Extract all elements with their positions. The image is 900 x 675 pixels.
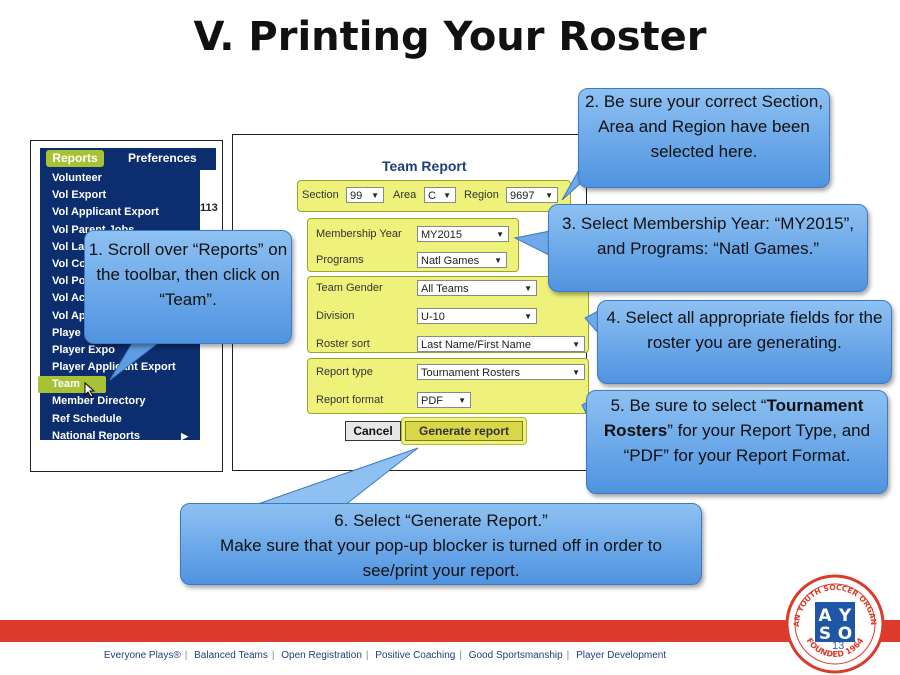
callout-6-line2: Make sure that your pop-up blocker is tu… — [220, 536, 662, 580]
report-type-value: Tournament Rosters — [421, 367, 521, 379]
programs-label: Programs — [316, 254, 364, 266]
division-select[interactable]: U-10 ▼ — [417, 308, 537, 324]
area-select[interactable]: C▼ — [424, 187, 456, 203]
menu-item-label: National Reports — [52, 429, 141, 442]
region-label: Region — [464, 189, 499, 201]
callout-6-instruction: 6. Select “Generate Report.” Make sure t… — [180, 503, 702, 585]
form-title: Team Report — [382, 158, 467, 174]
menu-item[interactable]: Player Applicant Export — [52, 361, 176, 374]
reports-menu-list: Volunteer Vol Export Vol Applicant Expor… — [38, 170, 200, 445]
division-label: Division — [316, 310, 355, 322]
footer-item: Good Sportsmanship — [468, 650, 563, 661]
section-select[interactable]: 99 ▼ — [346, 187, 384, 203]
report-type-label: Report type — [316, 366, 373, 378]
slide-title: V. Printing Your Roster — [193, 14, 707, 60]
footer-red-bar — [0, 620, 900, 642]
generate-report-button[interactable]: Generate report — [405, 421, 523, 441]
report-format-select[interactable]: PDF ▼ — [417, 392, 471, 408]
svg-text:A: A — [818, 606, 832, 626]
area-value: C — [428, 190, 436, 202]
report-type-select[interactable]: Tournament Rosters ▼ — [417, 364, 585, 380]
menu-item[interactable]: Player Expo — [52, 343, 115, 356]
roster-sort-value: Last Name/First Name — [421, 339, 532, 351]
callout-1-instruction: 1. Scroll over “Reports” on the toolbar,… — [84, 230, 292, 344]
report-format-value: PDF — [421, 395, 443, 407]
callout-4-instruction: 4. Select all appropriate fields for the… — [597, 300, 892, 384]
programs-value: Natl Games — [421, 255, 480, 267]
callout-6-tail — [254, 447, 419, 506]
menu-item[interactable]: Vol Ap — [52, 309, 86, 322]
section-value: 99 — [350, 190, 363, 202]
footer-values: Everyone Plays®| Balanced Teams| Open Re… — [103, 650, 667, 661]
menu-item-national-reports[interactable]: National Reports ▶ — [40, 428, 200, 445]
tab-reports[interactable]: Reports — [46, 150, 104, 167]
division-value: U-10 — [421, 311, 445, 323]
menu-item[interactable]: Volunteer — [52, 172, 102, 184]
footer-item: Balanced Teams — [194, 650, 268, 661]
footer-item: Open Registration — [281, 650, 362, 661]
footer-item: Everyone Plays® — [103, 650, 181, 661]
callout-6-line1: 6. Select “Generate Report.” — [334, 511, 548, 530]
menu-item[interactable]: Playe — [52, 326, 81, 339]
section-label: Section — [302, 189, 339, 201]
dropdown-arrow-icon: ▼ — [572, 340, 580, 349]
membership-year-label: Membership Year — [316, 228, 402, 240]
menu-item[interactable]: Vol La — [52, 240, 85, 253]
dropdown-arrow-icon: ▼ — [572, 368, 580, 377]
ayso-logo: AMERICAN YOUTH SOCCER ORGANIZATION FOUND… — [785, 574, 885, 674]
region-value: 9697 — [510, 190, 535, 202]
team-gender-label: Team Gender — [316, 282, 383, 294]
svg-text:Y: Y — [838, 606, 852, 626]
roster-sort-label: Roster sort — [316, 338, 370, 350]
dropdown-arrow-icon: ▼ — [524, 284, 532, 293]
programs-select[interactable]: Natl Games ▼ — [417, 252, 507, 268]
report-format-label: Report format — [316, 394, 384, 406]
callout-5-text-end: ” for your Report Type, and “PDF” for yo… — [623, 421, 871, 465]
callout-5-text: 5. Be sure to select “ — [610, 396, 767, 415]
callout-2-instruction: 2. Be sure your correct Section, Area an… — [578, 88, 830, 188]
cancel-button[interactable]: Cancel — [345, 421, 401, 441]
dropdown-arrow-icon: ▼ — [458, 396, 466, 405]
callout-3-instruction: 3. Select Membership Year: “MY2015”, and… — [548, 204, 868, 292]
footer-item: Positive Coaching — [375, 650, 456, 661]
menu-item[interactable]: Vol Ac — [52, 292, 86, 305]
svg-text:S: S — [819, 624, 831, 644]
callout-5-emphasis: Tournament Rosters — [603, 396, 864, 440]
callout-5-instruction: 5. Be sure to select “Tournament Rosters… — [586, 390, 888, 494]
page-number: 13 — [832, 640, 845, 652]
svg-text:O: O — [838, 624, 852, 644]
dropdown-arrow-icon: ▼ — [494, 256, 502, 265]
tab-preferences[interactable]: Preferences — [128, 151, 197, 165]
dropdown-arrow-icon: ▼ — [371, 191, 379, 200]
footer-item: Player Development — [576, 650, 667, 661]
membership-year-value: MY2015 — [421, 229, 462, 241]
dropdown-arrow-icon: ▼ — [443, 191, 451, 200]
menu-item[interactable]: Vol Co — [52, 257, 87, 270]
roster-sort-select[interactable]: Last Name/First Name ▼ — [417, 336, 585, 352]
menu-item[interactable]: Vol Po — [52, 275, 86, 288]
menu-item[interactable]: Member Directory — [52, 395, 146, 408]
dropdown-arrow-icon: ▼ — [496, 230, 504, 239]
region-select[interactable]: 9697 ▼ — [506, 187, 558, 203]
mouse-cursor-icon — [84, 382, 96, 398]
membership-year-select[interactable]: MY2015 ▼ — [417, 226, 509, 242]
partial-number: 113 — [200, 202, 218, 214]
menu-item[interactable]: Vol Export — [52, 189, 107, 202]
team-gender-select[interactable]: All Teams ▼ — [417, 280, 537, 296]
menu-item[interactable]: Ref Schedule — [52, 412, 122, 425]
menu-item[interactable]: Vol Applicant Export — [52, 206, 159, 219]
area-label: Area — [393, 189, 417, 201]
dropdown-arrow-icon: ▼ — [545, 191, 553, 200]
submenu-arrow-icon: ▶ — [181, 430, 188, 441]
dropdown-arrow-icon: ▼ — [524, 312, 532, 321]
team-gender-value: All Teams — [421, 283, 469, 295]
